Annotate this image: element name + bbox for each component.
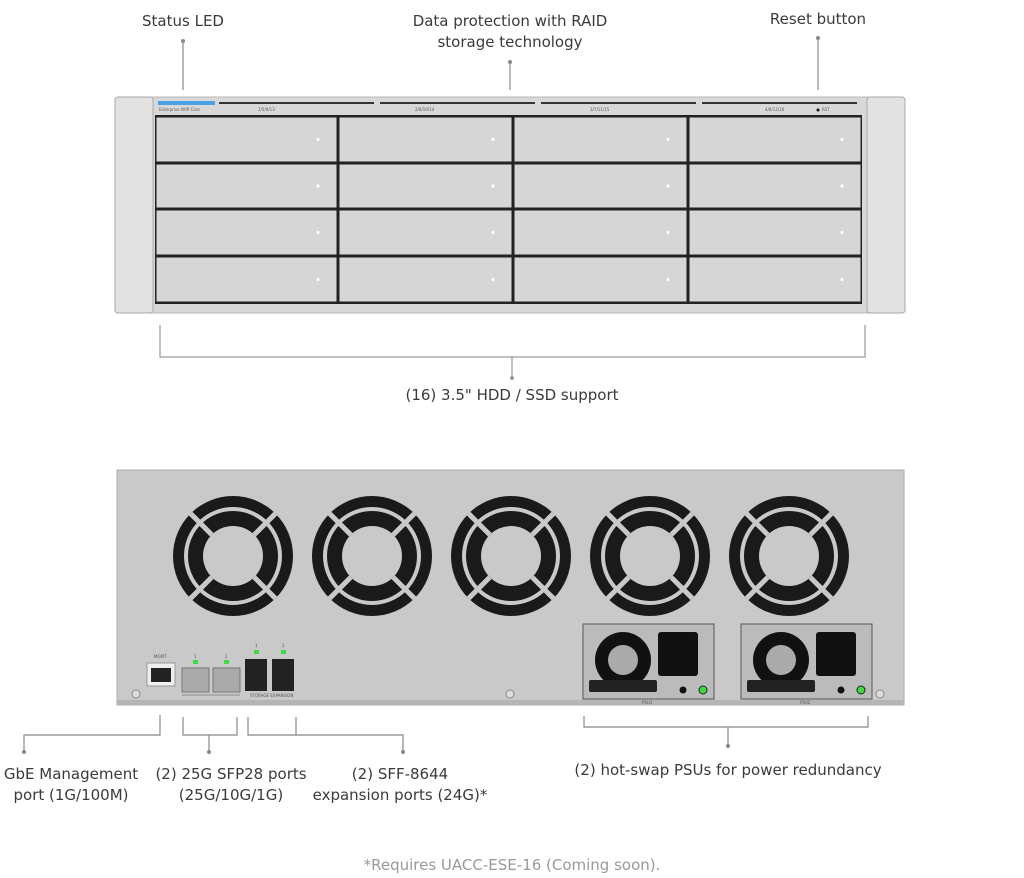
status-led-bar — [158, 101, 215, 105]
psu-module[interactable] — [740, 623, 873, 700]
drive-bay[interactable] — [514, 210, 687, 255]
drive-bay[interactable] — [689, 164, 861, 208]
sff-port-1[interactable] — [245, 659, 267, 691]
right-rack-ear — [866, 96, 906, 314]
fan-grille — [729, 496, 849, 616]
sff-annotation: (2) SFF-8644 expansion ports (24G)* — [313, 764, 488, 806]
raid-annotation: Data protection with RAID storage techno… — [413, 11, 608, 53]
front-panel — [114, 96, 906, 314]
bay-group-label: 1/5/9/13 — [258, 107, 275, 112]
drive-support-annotation: (16) 3.5" HDD / SSD support — [405, 386, 619, 404]
psu-led — [856, 685, 866, 695]
sfp-port-2[interactable] — [212, 667, 241, 693]
mgmt-port-label: MGMT — [154, 654, 167, 659]
psu-handle — [589, 680, 657, 692]
power-inlet — [658, 632, 698, 676]
footnote: *Requires UACC-ESE-16 (Coming soon). — [363, 856, 661, 874]
drive-bay[interactable] — [339, 117, 512, 162]
sfp-annotation-line: (2) 25G SFP28 ports — [155, 765, 307, 783]
sff-port-2[interactable] — [272, 659, 294, 691]
expansion-label: 1 — [255, 643, 258, 648]
drive-bay[interactable] — [339, 164, 512, 208]
left-rack-ear — [114, 96, 154, 314]
drive-bay[interactable] — [339, 210, 512, 255]
reset-button[interactable] — [816, 108, 820, 112]
model-label: Enterprise NVR Core — [159, 107, 200, 112]
psu-annotation: (2) hot-swap PSUs for power redundancy — [574, 761, 882, 779]
psu-label: PSU1 — [642, 700, 653, 705]
sfp-annotation-line: (25G/10G/1G) — [178, 786, 284, 804]
drive-bay[interactable] — [156, 164, 337, 208]
drive-bay[interactable] — [514, 164, 687, 208]
psu-led — [698, 685, 708, 695]
sff-annotation-line: (2) SFF-8644 — [351, 765, 449, 783]
drive-bay[interactable] — [689, 257, 861, 302]
reset-button-annotation: Reset button — [769, 10, 867, 28]
sfp-label: 2 — [225, 654, 228, 659]
drive-bay[interactable] — [514, 117, 687, 162]
rear-panel — [116, 469, 905, 706]
psu-module[interactable] — [582, 623, 715, 700]
fan-grille — [312, 496, 432, 616]
drive-bay[interactable] — [156, 257, 337, 302]
bay-group-label: 4/8/12/16 — [765, 107, 785, 112]
sfp-label: 1 — [194, 654, 197, 659]
mgmt-annotation-line: port (1G/100M) — [13, 786, 129, 804]
sff-annotation-line: expansion ports (24G)* — [312, 786, 488, 804]
status-led-annotation: Status LED — [142, 12, 224, 30]
fan-grille — [173, 496, 293, 616]
fan-grille — [451, 496, 571, 616]
drive-bay[interactable] — [156, 210, 337, 255]
expansion-caption: STORAGE EXPANSION — [250, 693, 294, 698]
bay-group-label: 2/6/10/14 — [415, 107, 435, 112]
power-inlet — [816, 632, 856, 676]
mgmt-annotation-line: GbE Management — [3, 765, 139, 783]
fan-grille — [590, 496, 710, 616]
reset-label: RST — [822, 107, 830, 112]
drive-bay[interactable] — [156, 117, 337, 162]
raid-annotation-line: storage technology — [437, 33, 583, 51]
mgmt-annotation: GbE Management port (1G/100M) — [4, 764, 138, 806]
raid-annotation-line: Data protection with RAID — [412, 12, 608, 30]
bay-group-label: 3/7/11/15 — [590, 107, 610, 112]
drive-bay[interactable] — [689, 117, 861, 162]
drive-bay[interactable] — [339, 257, 512, 302]
sfp-port-1[interactable] — [181, 667, 210, 693]
drive-bay[interactable] — [689, 210, 861, 255]
psu-label: PSU2 — [800, 700, 811, 705]
psu-handle — [747, 680, 815, 692]
drive-bay[interactable] — [514, 257, 687, 302]
sfp-annotation: (2) 25G SFP28 ports (25G/10G/1G) — [155, 764, 306, 806]
expansion-label: 2 — [282, 643, 285, 648]
